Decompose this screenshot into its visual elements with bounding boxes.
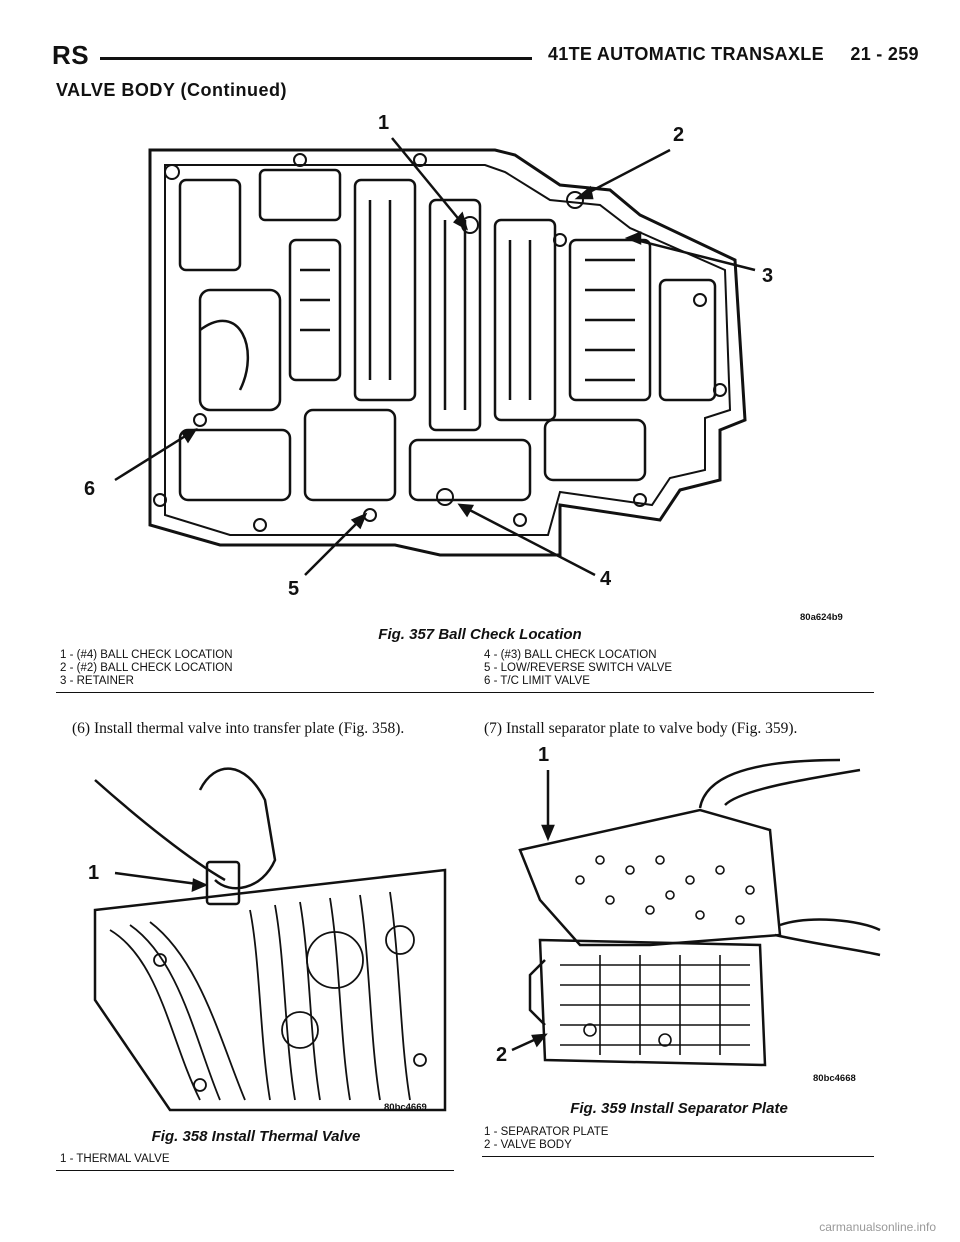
fig358-rule [56, 1170, 454, 1171]
fig357-callout-6: 6 [84, 478, 96, 500]
fig358-legend: 1 - THERMAL VALVE [60, 1153, 170, 1165]
section-title: VALVE BODY (Continued) [56, 80, 287, 100]
fig357-callout-5: 5 [288, 578, 300, 600]
fig357-legend-left: 1 - (#4) BALL CHECK LOCATION 2 - (#2) BA… [60, 649, 233, 687]
header-section-code: RS [52, 40, 90, 70]
fig357-callout-3: 3 [762, 265, 774, 287]
fig357-callout-1: 1 [378, 112, 390, 134]
fig359-code: 80bc4668 [813, 1073, 856, 1084]
fig357-code: 80a624b9 [800, 612, 843, 623]
fig358-code: 80bc4669 [384, 1102, 427, 1113]
header-title-page: 41TE AUTOMATIC TRANSAXLE 21 - 259 [548, 44, 919, 64]
fig357-callout-4: 4 [600, 568, 612, 590]
fig359-callout-1: 1 [538, 744, 550, 766]
header-rule [100, 57, 532, 60]
fig357-caption: Fig. 357 Ball Check Location [378, 626, 582, 643]
figure-357-illustration [114, 137, 756, 577]
fig358-caption: Fig. 358 Install Thermal Valve [151, 1128, 361, 1145]
fig359-caption: Fig. 359 Install Separator Plate [570, 1100, 788, 1117]
step-7-text: (7) Install separator plate to valve bod… [484, 720, 798, 737]
fig358-callout-1: 1 [88, 862, 100, 884]
fig359-legend: 1 - SEPARATOR PLATE 2 - VALVE BODY [484, 1126, 609, 1151]
watermark-text: carmanualsonline.info [819, 1220, 936, 1234]
step-6-text: (6) Install thermal valve into transfer … [72, 720, 405, 737]
fig357-callout-2: 2 [673, 124, 685, 146]
fig357-rule [56, 692, 874, 693]
fig359-callout-2: 2 [496, 1044, 508, 1066]
fig357-legend-right: 4 - (#3) BALL CHECK LOCATION 5 - LOW/REV… [484, 649, 673, 687]
fig359-rule [482, 1156, 874, 1157]
